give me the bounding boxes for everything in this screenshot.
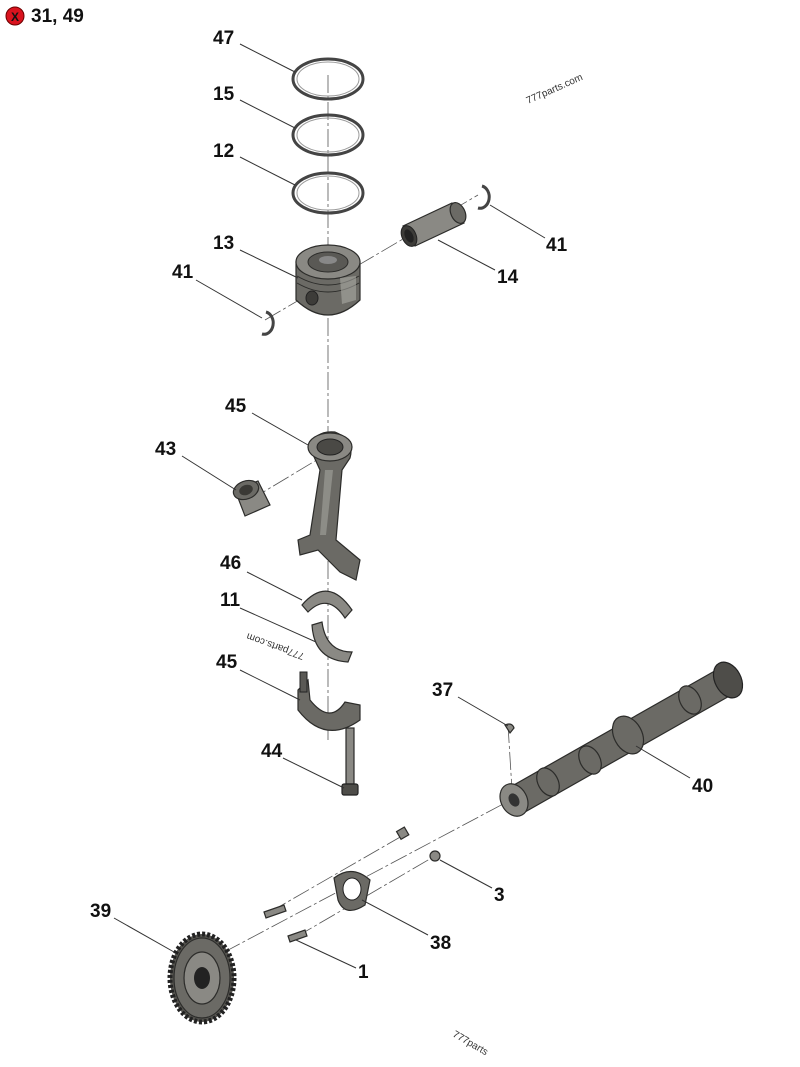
bolt-1 (287, 929, 308, 943)
callout-41-right: 41 (546, 235, 568, 256)
callout-46: 46 (220, 553, 241, 574)
ring-47 (291, 57, 365, 101)
bush-43 (232, 479, 271, 517)
piston-13 (295, 244, 361, 316)
callout-1: 1 (358, 962, 369, 983)
callout-11: 11 (220, 590, 241, 611)
ring-12 (291, 171, 365, 215)
callouts: 47 15 12 13 41 41 14 45 43 46 11 45 44 3… (90, 28, 713, 983)
cam-axis (199, 794, 521, 966)
key-37 (504, 723, 515, 735)
callout-40: 40 (692, 776, 713, 797)
callout-15: 15 (213, 84, 235, 105)
bolt-axis-1 (269, 835, 403, 913)
reference-numbers: 31, 49 (31, 6, 84, 27)
assembly-axes (199, 75, 521, 966)
rod-cap-45 (297, 671, 361, 731)
watermark-middle: 777parts.com (245, 630, 306, 661)
bearing-shell-46 (301, 590, 353, 619)
callout-45-rod: 45 (225, 396, 247, 417)
thrust-plate-38 (333, 870, 371, 911)
leader-lines (113, 43, 691, 969)
ring-15 (291, 113, 365, 157)
watermark-bottom: 777parts (451, 1029, 490, 1058)
bearing-shell-11 (311, 621, 353, 663)
callout-41-left: 41 (172, 262, 194, 283)
connecting-rod-45 (297, 431, 361, 581)
cam-gear-39 (167, 931, 237, 1025)
callout-44: 44 (261, 741, 283, 762)
washer-3 (429, 850, 441, 862)
watermark-top: 777parts.com (525, 72, 585, 107)
callout-45-cap: 45 (216, 652, 238, 673)
camshaft-40 (499, 661, 744, 817)
header: X 31, 49 (5, 6, 84, 27)
remove-x-icon (5, 6, 25, 26)
callout-37: 37 (432, 680, 453, 701)
circlip-41-left (261, 310, 275, 336)
rod-bolt-44 (341, 727, 359, 796)
key-axis (507, 724, 513, 791)
callout-38: 38 (430, 933, 451, 954)
callout-12: 12 (213, 141, 234, 162)
callout-14: 14 (497, 267, 519, 288)
nut-top (395, 826, 410, 841)
callout-43: 43 (155, 439, 176, 460)
callout-47: 47 (213, 28, 234, 49)
callout-39: 39 (90, 901, 111, 922)
callout-3: 3 (494, 885, 505, 906)
svg-text:X: X (11, 10, 19, 24)
bolt-upper (263, 904, 287, 919)
piston-pin-14 (400, 202, 467, 247)
callout-13: 13 (213, 233, 234, 254)
circlip-41-right (477, 184, 491, 210)
